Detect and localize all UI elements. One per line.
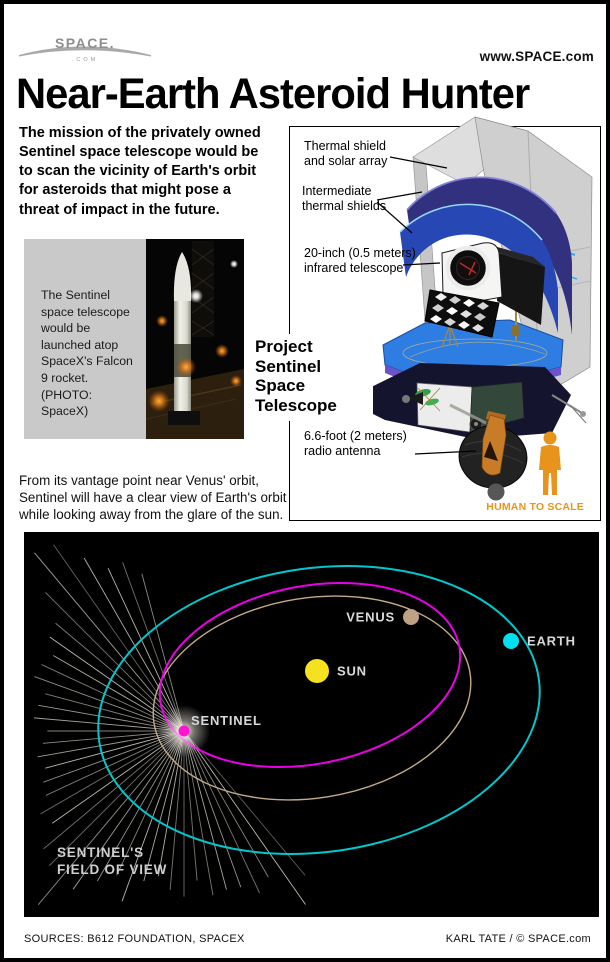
fov-ray [72,734,182,890]
venus-label: VENUS [346,610,395,625]
sentinel-dot [178,725,190,737]
leader-lines [376,156,477,455]
sentinel-spacecraft-illustration [345,116,593,501]
inner-thermal-shield [400,204,558,333]
antenna-mount [481,414,507,476]
fov-ray [45,731,180,769]
fov-ray [185,735,260,894]
label-thermal-shield: Thermal shield and solar array [304,139,388,169]
photo-credit: (PHOTO: SpaceX) [41,387,93,419]
human-silhouette [539,431,561,495]
human-to-scale-label: HUMAN TO SCALE [486,501,584,513]
fov-ray [45,732,180,796]
sentinel-label: SENTINEL [191,713,262,728]
intro-paragraph: The mission of the privately owned Senti… [19,125,261,218]
fov-ray [49,636,181,729]
fov-ray [121,735,183,902]
fov-ray [52,733,181,824]
side-boom-cone [408,392,423,405]
sentinel-orbit-ellipse [158,581,462,769]
venus-dot [403,609,419,625]
earth-label: EARTH [527,634,576,649]
fov-ray [55,622,181,729]
telescope-rear-housing [497,253,545,325]
earth-orbit-ellipse [97,565,541,855]
vantage-paragraph: From its vantage point near Venus' orbit… [19,473,287,523]
label-radio-antenna: 6.6-foot (2 meters) radio antenna [304,429,407,459]
fov-ray [157,735,184,877]
fov-ray [185,735,242,888]
footer-sources: SOURCES: B612 FOUNDATION, SPACEX [24,933,245,945]
fov-ray [37,731,180,758]
fov-ray [107,567,183,727]
sun-dot [305,659,329,683]
fov-ray [43,732,180,783]
launch-mount [168,411,200,425]
fov-ray [141,573,184,727]
label-intermediate-shields: Intermediate thermal shields [302,184,387,214]
fov-ray [184,735,227,890]
logo-text: SPACE. [55,35,115,51]
spacecraft-diagram-box: Thermal shield and solar array Intermedi… [289,116,601,521]
photo-caption: The Sentinel space telescope would be la… [24,239,146,439]
sun-label: SUN [337,664,367,679]
right-boom [551,394,583,414]
falcon9-night-photo [146,239,244,439]
fov-ray [186,734,306,876]
fov-ray [83,557,182,727]
space-com-logo: SPACE. .COM [19,35,151,62]
gold-tripod-instrument [441,324,459,348]
fov-ray [143,735,184,882]
site-url: www.SPACE.com [479,49,594,64]
fov-ray [48,734,181,867]
fov-ray [45,592,181,728]
outer-thermal-shield [407,177,572,335]
fov-ray [45,693,180,731]
rocket-nose-cone [173,252,192,301]
fov-ray [53,655,180,729]
fov-ray [184,735,214,896]
fov-ray [186,734,306,905]
fov-ray [38,704,180,731]
earth-dot [503,633,519,649]
logo-swoosh [19,46,151,57]
venus-orbit-ellipse [152,595,472,801]
fov-ray [43,733,181,850]
fov-ray [37,734,182,905]
footer-credit: KARL TATE / © SPACE.com [445,933,591,945]
fov-ray [186,735,269,878]
photo-caption-text: The Sentinel space telescope would be la… [41,288,133,385]
diagram-title: Project Sentinel Space Telescope [255,334,373,421]
fov-ray [183,735,198,881]
launch-tower [192,241,214,337]
antenna-feed [487,483,505,501]
fov-ray [169,735,185,890]
label-infrared-telescope: 20-inch (0.5 meters) infrared telescope [304,246,416,276]
mirror-facets [430,293,489,332]
fov-ray [41,664,180,730]
fov-ray [34,676,180,730]
logo-sub-text: .COM [72,57,98,62]
fov-ray [34,552,182,728]
page-title: Near-Earth Asteroid Hunter [16,70,530,118]
fov-ray [122,562,183,727]
rocket-photo-block: The Sentinel space telescope would be la… [24,239,244,439]
